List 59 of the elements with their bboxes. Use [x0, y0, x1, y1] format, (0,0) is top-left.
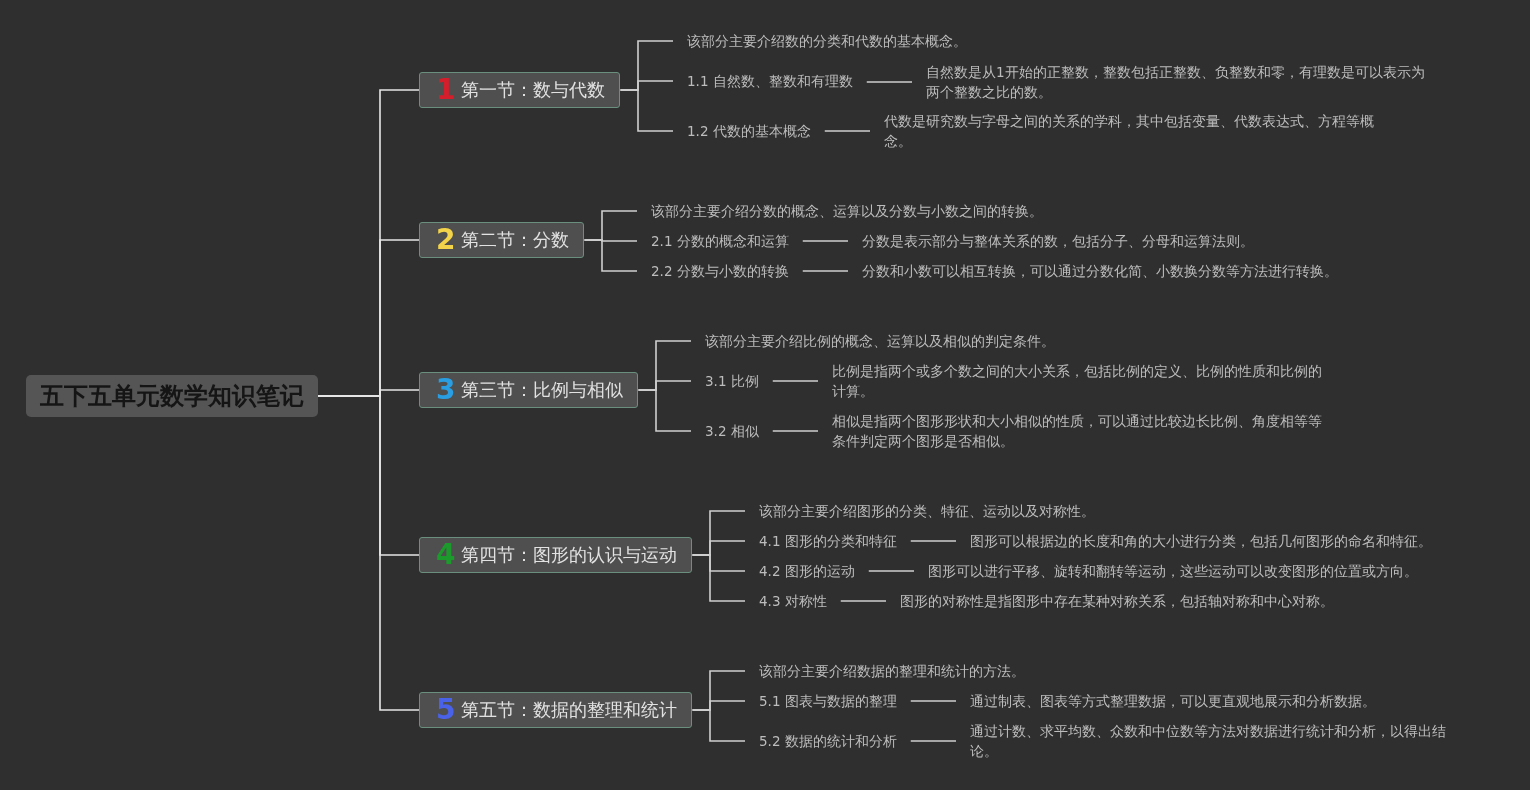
section-box [419, 372, 639, 408]
connector-line [691, 554, 746, 602]
description-text: 相似是指两个图形形状和大小相似的性质，可以通过比较边长比例、角度相等等条件判定两个图形是否相似。 [818, 411, 1324, 451]
description-text: 图形的对称性是指图形中存在某种对称关系，包括轴对称和中心对称。 [886, 591, 1334, 611]
section-number: 3 [436, 376, 456, 404]
description-text: 图形可以根据边的长度和角的大小进行分类，包括几何图形的命名和特征。 [956, 531, 1432, 551]
subtopic-text: 5.2 数据的统计和分析 [745, 731, 911, 751]
summary-text: 该部分主要介绍图形的分类、特征、运动以及对称性。 [745, 501, 1095, 521]
connector-line [771, 380, 819, 382]
connector-line [637, 389, 692, 432]
description-text: 通过制表、图表等方式整理数据，可以更直观地展示和分析数据。 [956, 691, 1376, 711]
subtopic-text: 4.1 图形的分类和特征 [745, 531, 911, 551]
central-topic-box: 五下五单元数学知识笔记 [26, 375, 318, 417]
connector-line [801, 240, 849, 242]
connector-line [823, 130, 871, 132]
section-title: 第二节：分数 [461, 228, 570, 252]
section-number: 5 [436, 696, 456, 724]
connector-line [867, 570, 915, 572]
section-title: 第三节：比例与相似 [461, 378, 624, 402]
summary-text: 该部分主要介绍数据的整理和统计的方法。 [745, 661, 1025, 681]
subtopic-text: 5.1 图表与数据的整理 [745, 691, 911, 711]
connector-line [583, 239, 638, 272]
description-text: 图形可以进行平移、旋转和翻转等运动，这些运动可以改变图形的位置或方向。 [914, 561, 1418, 581]
connector-line [839, 600, 887, 602]
section-title: 第五节：数据的整理和统计 [461, 698, 678, 722]
summary-text: 该部分主要介绍分数的概念、运算以及分数与小数之间的转换。 [637, 201, 1043, 221]
section-box [419, 692, 693, 728]
subtopic-text: 3.2 相似 [691, 421, 773, 441]
description-text: 自然数是从1开始的正整数，整数包括正整数、负整数和零，有理数是可以表示为两个整数之比的数。 [912, 62, 1426, 102]
section-number: 4 [436, 541, 456, 569]
description-text: 分数和小数可以相互转换，可以通过分数化简、小数换分数等方法进行转换。 [848, 261, 1338, 281]
section-box [419, 222, 585, 258]
connector-line [619, 89, 674, 132]
subtopic-text: 1.1 自然数、整数和有理数 [673, 71, 867, 91]
section-number: 1 [436, 76, 456, 104]
section-box [419, 72, 621, 108]
subtopic-text: 2.1 分数的概念和运算 [637, 231, 803, 251]
description-text: 代数是研究数与字母之间的关系的学科，其中包括变量、代数表达式、方程等概念。 [870, 111, 1376, 151]
connector-line [691, 709, 746, 742]
section-number: 2 [436, 226, 456, 254]
subtopic-text: 4.3 对称性 [745, 591, 841, 611]
description-text: 分数是表示部分与整体关系的数，包括分子、分母和运算法则。 [848, 231, 1254, 251]
subtopic-text: 2.2 分数与小数的转换 [637, 261, 803, 281]
connector-line [909, 700, 957, 702]
section-box [419, 537, 693, 573]
connector-line [771, 430, 819, 432]
connector-line [801, 270, 849, 272]
connector-line [909, 740, 957, 742]
description-text: 比例是指两个或多个数之间的大小关系，包括比例的定义、比例的性质和比例的计算。 [818, 361, 1324, 401]
section-title: 第一节：数与代数 [461, 78, 606, 102]
connector-line [909, 540, 957, 542]
summary-text: 该部分主要介绍比例的概念、运算以及相似的判定条件。 [691, 331, 1055, 351]
subtopic-text: 3.1 比例 [691, 371, 773, 391]
subtopic-text: 1.2 代数的基本概念 [673, 121, 825, 141]
subtopic-text: 4.2 图形的运动 [745, 561, 869, 581]
section-title: 第四节：图形的认识与运动 [461, 543, 678, 567]
summary-text: 该部分主要介绍数的分类和代数的基本概念。 [673, 31, 967, 51]
connector-line [865, 81, 913, 83]
description-text: 通过计数、求平均数、众数和中位数等方法对数据进行统计和分析，以得出结论。 [956, 721, 1449, 761]
